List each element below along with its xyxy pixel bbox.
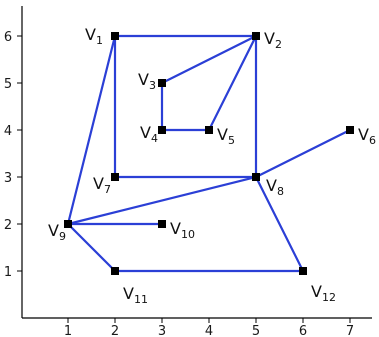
vertex-subscript: 4	[151, 132, 158, 145]
edge-v1-v9	[66, 34, 117, 226]
vertex-v4-label: V4	[140, 123, 158, 145]
vertex-subscript: 8	[277, 185, 284, 198]
vertex-subscript: 2	[275, 38, 282, 51]
vertex-v11-marker	[111, 267, 119, 275]
edge-v8-v9	[66, 175, 258, 226]
x-tick-label: 5	[252, 324, 260, 337]
vertex-subscript: 1	[96, 34, 103, 47]
vertex-v5-marker	[205, 126, 213, 134]
vertex-subscript: 7	[104, 183, 111, 196]
vertex-letter: V	[217, 125, 228, 144]
vertex-v1-marker	[111, 32, 119, 40]
edge-v2-v5	[207, 34, 258, 132]
edge-v8-v12	[254, 175, 305, 273]
vertex-subscript: 10	[181, 228, 195, 241]
vertex-v8-marker	[252, 173, 260, 181]
x-tick-label: 1	[64, 324, 72, 337]
vertex-subscript: 3	[149, 79, 156, 92]
vertex-v7-label: V7	[93, 174, 111, 196]
y-tick-label: 4	[4, 124, 12, 139]
vertex-letter: V	[358, 125, 369, 144]
x-tick-label: 3	[158, 324, 166, 337]
vertex-v5-label: V5	[217, 125, 235, 147]
vertex-letter: V	[123, 284, 134, 303]
x-tick-label: 6	[299, 324, 307, 337]
vertex-letter: V	[264, 29, 275, 48]
vertex-subscript: 5	[228, 134, 235, 147]
vertex-v8-label: V8	[266, 176, 284, 198]
y-tick-label: 2	[4, 218, 12, 233]
edge-v8-v6	[254, 128, 352, 179]
vertex-v12-label: V12	[311, 282, 336, 304]
y-tick-label: 5	[4, 77, 12, 92]
vertex-v3-marker	[158, 79, 166, 87]
x-tick-label: 2	[111, 324, 119, 337]
vertex-v12-marker	[299, 267, 307, 275]
vertex-letter: V	[93, 174, 104, 193]
graph-vertices	[64, 32, 354, 275]
vertex-letter: V	[170, 219, 181, 238]
vertex-v4-marker	[158, 126, 166, 134]
vertex-v3-label: V3	[138, 70, 156, 92]
vertex-subscript: 6	[369, 134, 376, 147]
graph-edges	[66, 34, 352, 273]
vertex-v6-label: V6	[358, 125, 376, 147]
vertex-v9-label: V9	[48, 221, 66, 243]
vertex-subscript: 12	[322, 291, 336, 304]
vertex-letter: V	[85, 25, 96, 44]
vertex-v2-label: V2	[264, 29, 282, 51]
vertex-v11-label: V11	[123, 284, 148, 306]
vertex-letter: V	[266, 176, 277, 195]
vertex-subscript: 11	[134, 293, 148, 306]
vertex-letter: V	[140, 123, 151, 142]
y-tick-label: 1	[4, 265, 12, 280]
y-tick-label: 3	[4, 171, 12, 186]
vertex-v9-marker	[64, 220, 72, 228]
vertex-letter: V	[138, 70, 149, 89]
vertex-letter: V	[311, 282, 322, 301]
vertex-v1-label: V1	[85, 25, 103, 47]
vertex-subscript: 9	[59, 230, 66, 243]
vertex-v6-marker	[346, 126, 354, 134]
y-tick-label: 6	[4, 30, 12, 45]
vertex-v10-marker	[158, 220, 166, 228]
x-tick-label: 7	[346, 324, 354, 337]
edge-v2-v3	[160, 34, 258, 85]
x-tick-label: 4	[205, 324, 213, 337]
vertex-v7-marker	[111, 173, 119, 181]
vertex-v10-label: V10	[170, 219, 195, 241]
vertex-letter: V	[48, 221, 59, 240]
edge-v9-v11	[66, 222, 117, 273]
vertex-v2-marker	[252, 32, 260, 40]
